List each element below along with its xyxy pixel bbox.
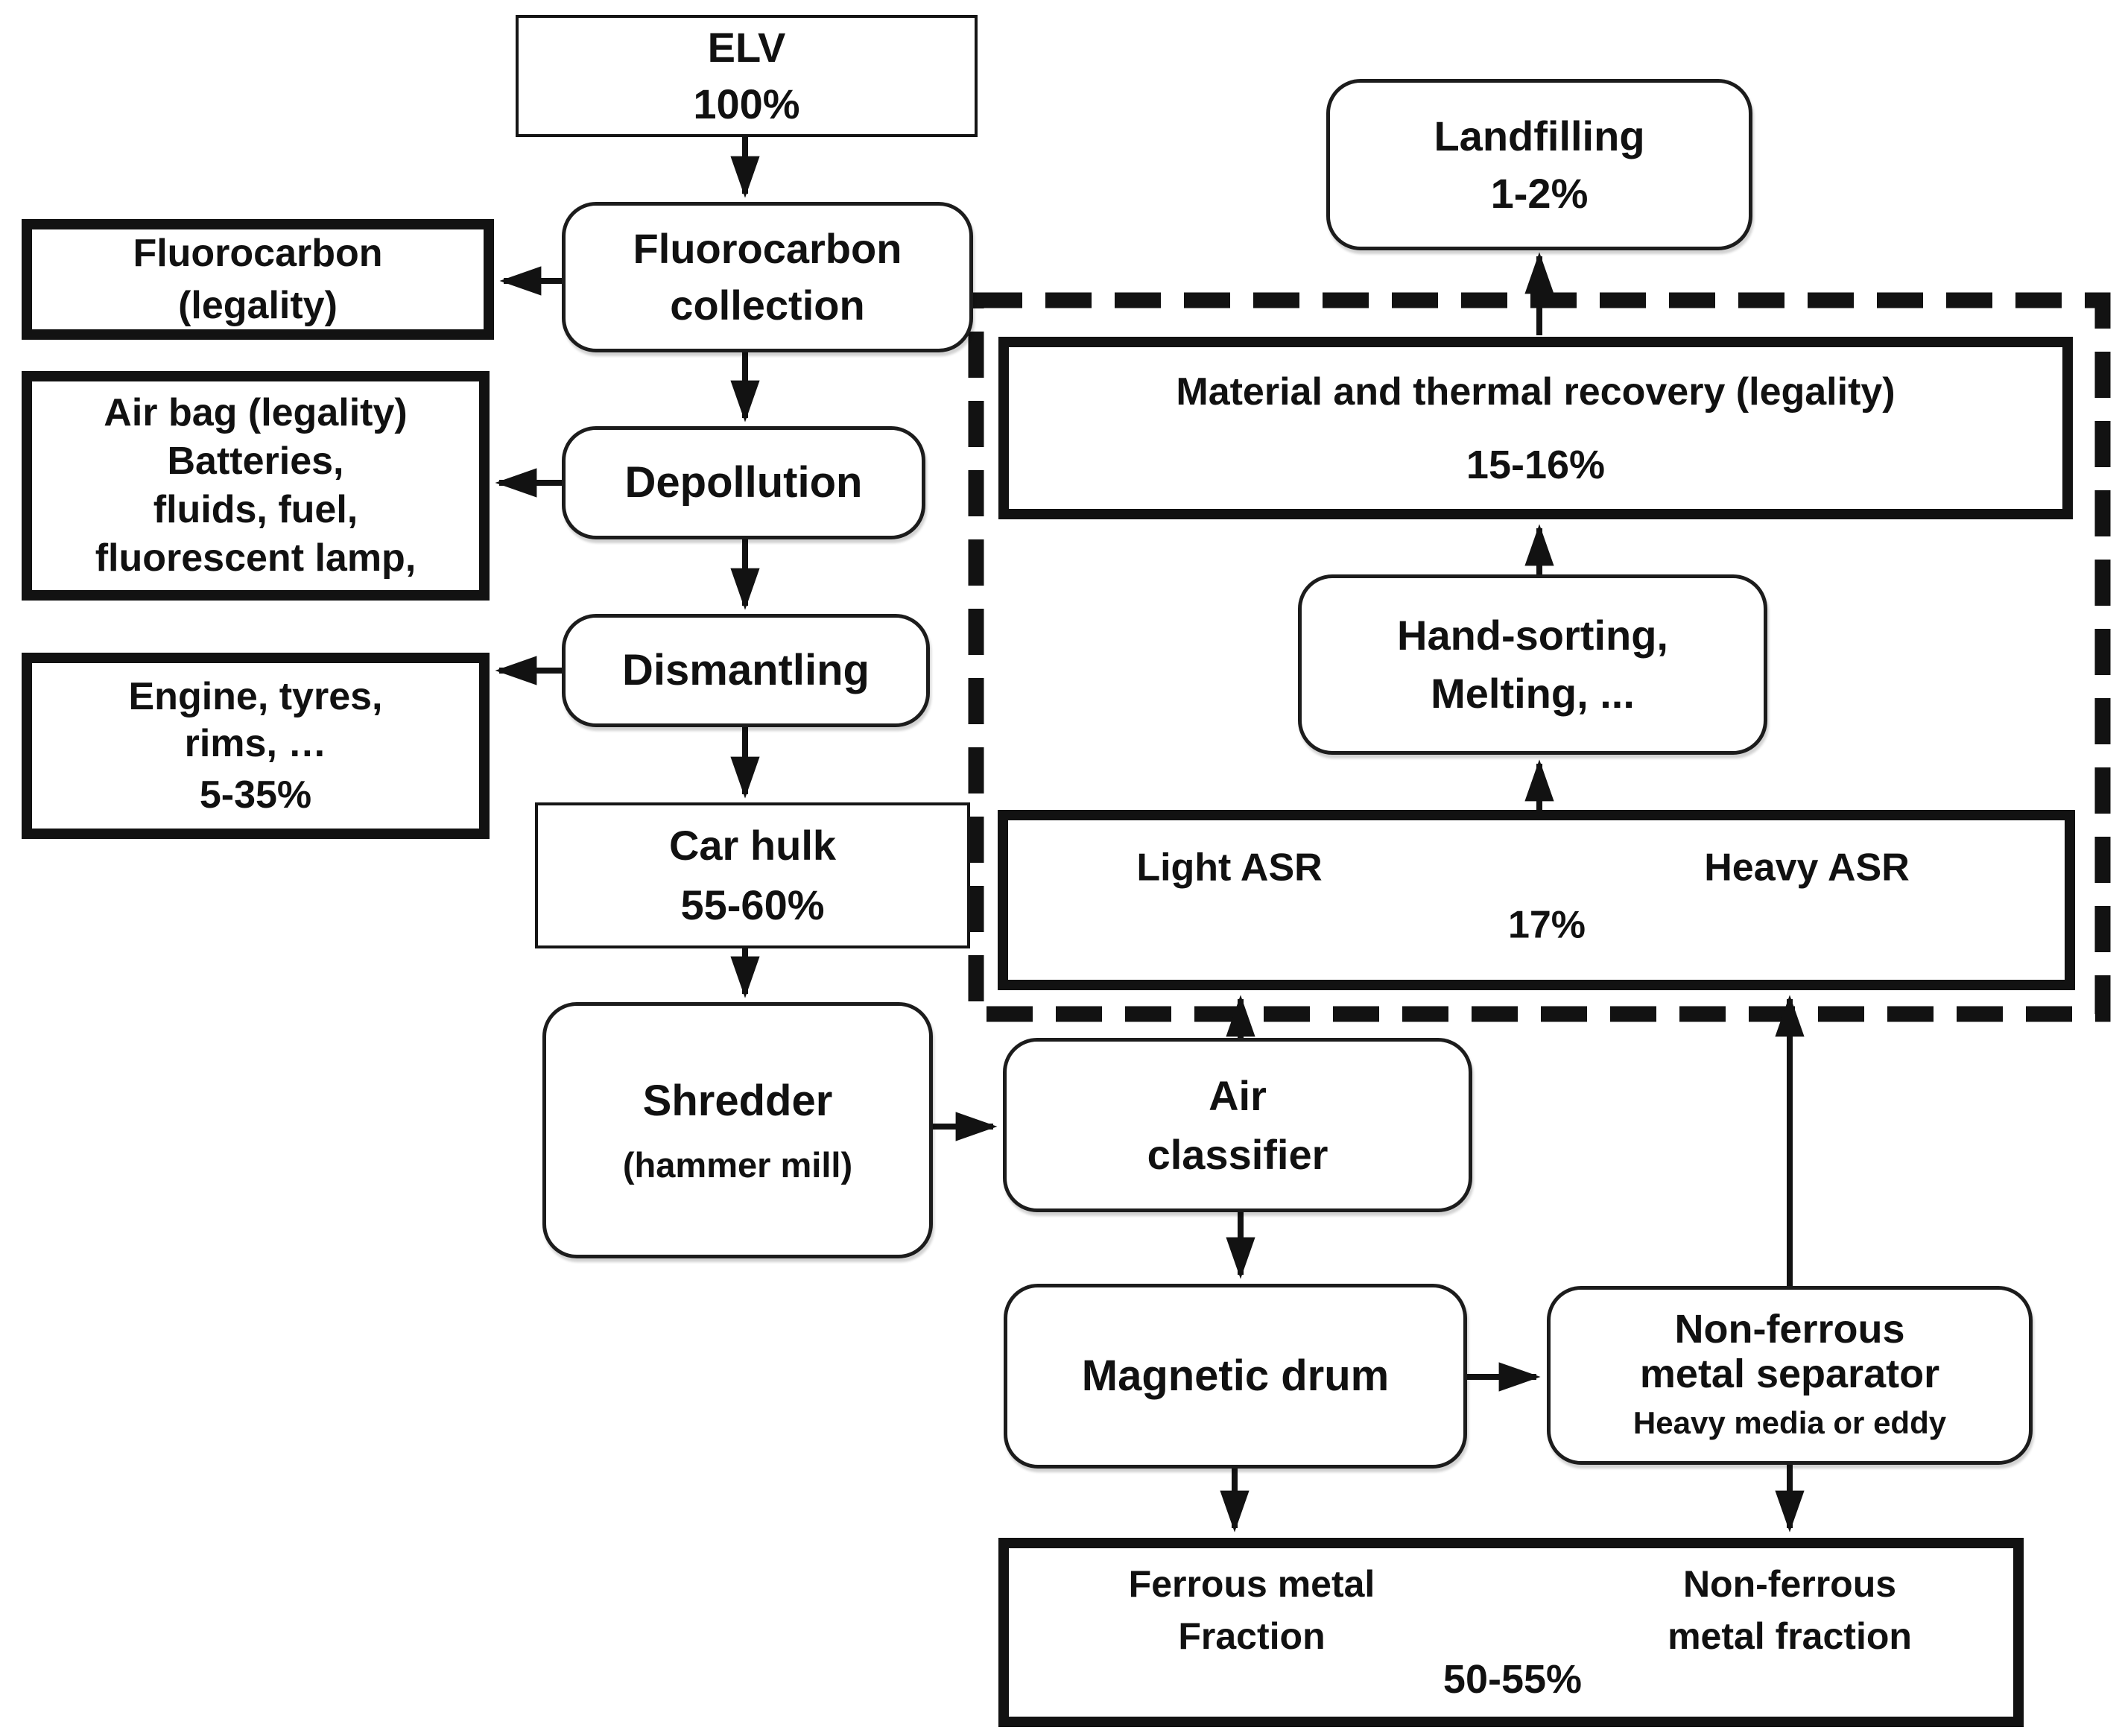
- node-landfilling-percentage: 1-2%: [1490, 170, 1589, 217]
- node-fluorocarbon-legality-line: (legality): [178, 284, 338, 327]
- node-dismantling: Dismantling: [562, 614, 930, 727]
- node-shredder-subtitle: (hammer mill): [622, 1145, 853, 1185]
- node-hand-sorting-line: Melting, ...: [1431, 670, 1635, 717]
- node-asr: Light ASR Heavy ASR 17%: [998, 810, 2075, 990]
- node-car-hulk: Car hulk 55-60%: [535, 802, 970, 948]
- node-air-classifier-line: Air: [1209, 1072, 1267, 1119]
- node-engine-tyres-line: Engine, tyres,: [128, 674, 383, 718]
- node-asr-heavy-label: Heavy ASR: [1704, 846, 1910, 890]
- node-elv: ELV 100%: [516, 15, 978, 137]
- node-fluorocarbon-legality: Fluorocarbon (legality): [22, 219, 494, 340]
- node-landfilling-line: Landfilling: [1434, 113, 1645, 159]
- node-material-thermal-recovery-percentage: 15-16%: [1466, 443, 1606, 487]
- node-hand-sorting-line: Hand-sorting,: [1397, 612, 1668, 659]
- node-metal-fractions-percentage: 50-55%: [1442, 1657, 1583, 1702]
- node-nonferrous-fraction-line: metal fraction: [1668, 1615, 1912, 1657]
- node-dismantling-line: Dismantling: [622, 646, 870, 694]
- node-ferrous-fraction-line: Fraction: [1178, 1615, 1326, 1657]
- node-airbag-batteries: Air bag (legality) Batteries, fluids, fu…: [22, 371, 490, 601]
- node-metal-fractions: Ferrous metal Fraction Non-ferrous metal…: [998, 1538, 2024, 1727]
- node-nonferrous-separator-subtitle: Heavy media or eddy: [1632, 1405, 1947, 1440]
- node-engine-tyres-line: rims, …: [184, 721, 327, 765]
- node-material-thermal-recovery: Material and thermal recovery (legality)…: [998, 337, 2073, 519]
- node-shredder-line: Shredder: [642, 1077, 833, 1125]
- node-nonferrous-fraction-line: Non-ferrous: [1682, 1563, 1897, 1605]
- node-elv-line: 100%: [693, 80, 800, 127]
- node-air-classifier: Air classifier: [1003, 1038, 1472, 1212]
- node-nonferrous-separator-line: metal separator: [1639, 1352, 1940, 1396]
- node-elv-line: ELV: [707, 24, 786, 71]
- node-fluorocarbon-legality-line: Fluorocarbon: [133, 232, 383, 275]
- node-ferrous-fraction-line: Ferrous metal: [1128, 1563, 1375, 1605]
- node-engine-tyres-percentage: 5-35%: [199, 773, 312, 817]
- node-airbag-batteries-line: Air bag (legality): [104, 391, 408, 434]
- node-landfilling: Landfilling 1-2%: [1326, 79, 1752, 250]
- node-asr-percentage: 17%: [1507, 903, 1586, 947]
- node-shredder: Shredder (hammer mill): [542, 1002, 933, 1258]
- node-hand-sorting: Hand-sorting, Melting, ...: [1298, 574, 1767, 755]
- node-depollution: Depollution: [562, 426, 925, 539]
- node-engine-tyres: Engine, tyres, rims, … 5-35%: [22, 653, 490, 839]
- node-nonferrous-separator-line: Non-ferrous: [1674, 1307, 1905, 1352]
- node-airbag-batteries-line: fluorescent lamp,: [95, 536, 417, 580]
- node-magnetic-drum: Magnetic drum: [1004, 1284, 1467, 1469]
- node-airbag-batteries-line: fluids, fuel,: [153, 488, 358, 531]
- node-fluorocarbon-collection: Fluorocarbon collection: [562, 202, 973, 352]
- node-fluorocarbon-collection-line: Fluorocarbon: [633, 225, 902, 272]
- node-car-hulk-percentage: 55-60%: [680, 881, 825, 928]
- node-depollution-line: Depollution: [624, 458, 863, 507]
- node-asr-light-label: Light ASR: [1136, 846, 1323, 890]
- node-airbag-batteries-line: Batteries,: [167, 440, 344, 483]
- node-material-thermal-recovery-line: Material and thermal recovery (legality): [1176, 370, 1896, 414]
- node-fluorocarbon-collection-line: collection: [670, 282, 865, 329]
- node-car-hulk-line: Car hulk: [668, 822, 837, 869]
- node-magnetic-drum-line: Magnetic drum: [1081, 1352, 1390, 1400]
- node-nonferrous-separator: Non-ferrous metal separator Heavy media …: [1547, 1286, 2033, 1465]
- node-air-classifier-line: classifier: [1147, 1131, 1328, 1178]
